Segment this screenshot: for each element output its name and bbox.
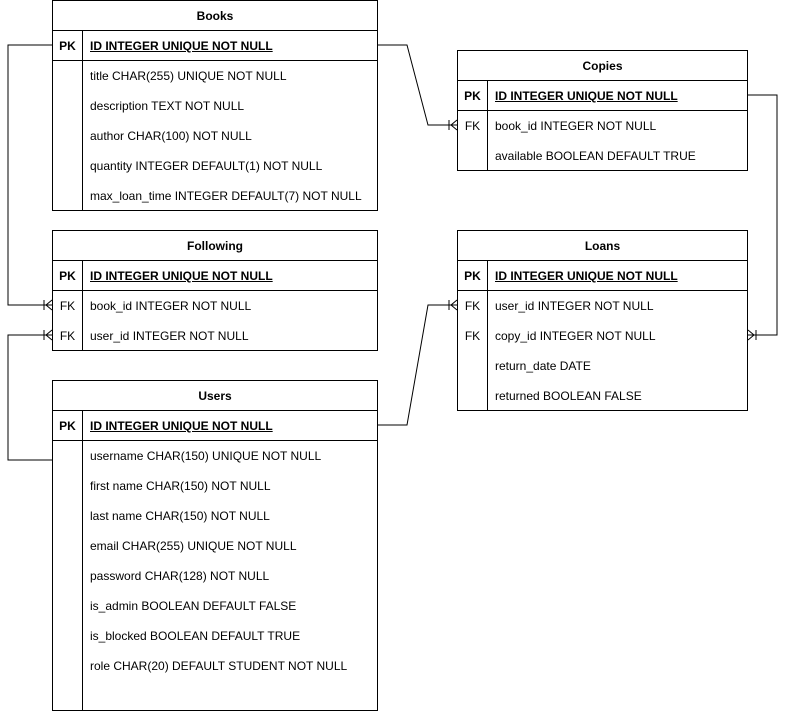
field-row[interactable]: max_loan_time INTEGER DEFAULT(7) NOT NUL… xyxy=(90,189,362,203)
edge-copies-loans[interactable] xyxy=(747,94,778,341)
field-row[interactable]: user_id INTEGER NOT NULL xyxy=(495,299,654,313)
field-row[interactable]: author CHAR(100) NOT NULL xyxy=(90,129,252,143)
pk-field: ID INTEGER UNIQUE NOT NULL xyxy=(495,269,678,283)
table-title: Following xyxy=(53,231,377,261)
primary-key-row[interactable]: PK ID INTEGER UNIQUE NOT NULL xyxy=(53,261,377,291)
table-title: Books xyxy=(53,1,377,31)
pk-field: ID INTEGER UNIQUE NOT NULL xyxy=(90,269,273,283)
key-column: FK FK xyxy=(458,291,488,410)
fk-label: FK xyxy=(464,119,481,133)
fk-label: FK xyxy=(464,329,481,343)
key-column xyxy=(53,441,83,710)
key-cell xyxy=(53,61,82,91)
table-users[interactable]: Users PK ID INTEGER UNIQUE NOT NULL user… xyxy=(52,380,378,711)
field-row[interactable]: book_id INTEGER NOT NULL xyxy=(90,299,252,313)
key-cell xyxy=(53,151,82,181)
field-row[interactable]: email CHAR(255) UNIQUE NOT NULL xyxy=(90,539,297,553)
key-cell xyxy=(458,381,487,411)
key-cell xyxy=(53,531,82,561)
pk-field: ID INTEGER UNIQUE NOT NULL xyxy=(495,89,678,103)
key-cell xyxy=(53,561,82,591)
key-cell xyxy=(53,591,82,621)
field-row[interactable]: title CHAR(255) UNIQUE NOT NULL xyxy=(90,69,287,83)
key-cell xyxy=(53,651,82,681)
field-row[interactable]: return_date DATE xyxy=(495,359,591,373)
primary-key-row[interactable]: PK ID INTEGER UNIQUE NOT NULL xyxy=(458,261,747,291)
fk-label: FK xyxy=(464,299,481,313)
edge-users-following[interactable] xyxy=(7,329,53,461)
edge-books-copies[interactable] xyxy=(378,44,458,131)
key-column: FK FK xyxy=(53,291,83,350)
field-row[interactable]: available BOOLEAN DEFAULT TRUE xyxy=(495,149,696,163)
key-column: FK xyxy=(458,111,488,170)
pk-label: PK xyxy=(458,261,488,290)
pk-field: ID INTEGER UNIQUE NOT NULL xyxy=(90,39,273,53)
key-cell xyxy=(458,141,487,171)
pk-label: PK xyxy=(458,81,488,110)
pk-label: PK xyxy=(53,31,83,60)
table-title: Users xyxy=(53,381,377,411)
fk-label: FK xyxy=(59,299,76,313)
primary-key-row[interactable]: PK ID INTEGER UNIQUE NOT NULL xyxy=(53,31,377,61)
pk-label: PK xyxy=(53,411,83,440)
primary-key-row[interactable]: PK ID INTEGER UNIQUE NOT NULL xyxy=(458,81,747,111)
table-books[interactable]: Books PK ID INTEGER UNIQUE NOT NULL titl… xyxy=(52,0,378,211)
field-row[interactable]: first name CHAR(150) NOT NULL xyxy=(90,479,271,493)
key-cell xyxy=(53,471,82,501)
field-row[interactable]: username CHAR(150) UNIQUE NOT NULL xyxy=(90,449,322,463)
key-cell xyxy=(53,121,82,151)
edge-users-loans[interactable] xyxy=(378,299,458,426)
key-cell xyxy=(53,181,82,211)
field-row[interactable]: last name CHAR(150) NOT NULL xyxy=(90,509,270,523)
field-row[interactable]: role CHAR(20) DEFAULT STUDENT NOT NULL xyxy=(90,659,348,673)
pk-label: PK xyxy=(53,261,83,290)
table-title: Copies xyxy=(458,51,747,81)
field-row[interactable]: user_id INTEGER NOT NULL xyxy=(90,329,249,343)
field-row[interactable]: returned BOOLEAN FALSE xyxy=(495,389,642,403)
field-row[interactable]: description TEXT NOT NULL xyxy=(90,99,245,113)
key-cell xyxy=(53,91,82,121)
table-following[interactable]: Following PK ID INTEGER UNIQUE NOT NULL … xyxy=(52,230,378,351)
edge-books-following[interactable] xyxy=(7,44,53,311)
field-row[interactable]: is_admin BOOLEAN DEFAULT FALSE xyxy=(90,599,297,613)
field-row[interactable]: password CHAR(128) NOT NULL xyxy=(90,569,270,583)
key-cell xyxy=(53,501,82,531)
key-cell xyxy=(458,351,487,381)
key-cell xyxy=(53,621,82,651)
field-row[interactable]: copy_id INTEGER NOT NULL xyxy=(495,329,656,343)
field-row[interactable]: quantity INTEGER DEFAULT(1) NOT NULL xyxy=(90,159,323,173)
key-cell xyxy=(53,441,82,471)
field-row[interactable]: book_id INTEGER NOT NULL xyxy=(495,119,657,133)
table-copies[interactable]: Copies PK ID INTEGER UNIQUE NOT NULL FK … xyxy=(457,50,748,171)
pk-field: ID INTEGER UNIQUE NOT NULL xyxy=(90,419,273,433)
fk-label: FK xyxy=(59,329,76,343)
field-row[interactable]: is_blocked BOOLEAN DEFAULT TRUE xyxy=(90,629,301,643)
key-column xyxy=(53,61,83,210)
table-loans[interactable]: Loans PK ID INTEGER UNIQUE NOT NULL FK F… xyxy=(457,230,748,411)
table-title: Loans xyxy=(458,231,747,261)
primary-key-row[interactable]: PK ID INTEGER UNIQUE NOT NULL xyxy=(53,411,377,441)
